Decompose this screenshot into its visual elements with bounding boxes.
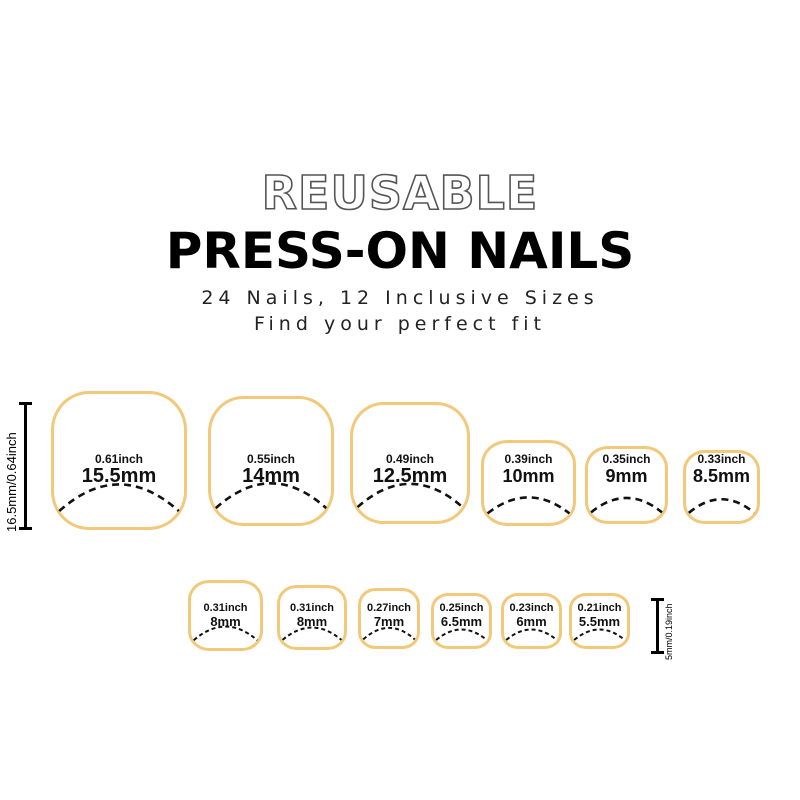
cuticle-line xyxy=(361,591,417,646)
cuticle-line xyxy=(588,449,665,521)
length-label-large: 16.5mm/0.64inch xyxy=(4,432,19,532)
nail-width-mm: 15.5mm xyxy=(81,465,157,487)
nail-width-inch: 0.21inch xyxy=(577,601,622,614)
cuticle-line xyxy=(434,596,489,646)
nail-width-mm: 14mm xyxy=(242,465,300,487)
nail-width-inch: 0.55inch xyxy=(246,452,296,466)
nail-width-inch: 0.31inch xyxy=(289,601,335,614)
length-bar-small xyxy=(651,598,664,654)
nail-width-mm: 5.5mm xyxy=(578,613,621,629)
nail-width-mm: 8mm xyxy=(210,613,241,629)
nail-width-inch: 0.23inch xyxy=(509,601,554,614)
cuticle-line xyxy=(191,583,260,648)
cuticle-line xyxy=(280,588,344,647)
length-label-small: 5mm/0.19inch xyxy=(664,603,674,660)
title-press-on-nails: PRESS-ON NAILS xyxy=(165,222,635,280)
subtitle-nail-count: 24 Nails, 12 Inclusive Sizes xyxy=(201,287,599,309)
nail-width-inch: 0.33inch xyxy=(697,452,746,466)
cuticle-line xyxy=(572,596,627,646)
cuticle-line xyxy=(54,394,184,527)
nail-width-inch: 0.27inch xyxy=(366,601,412,614)
nail-width-inch: 0.39inch xyxy=(504,452,553,466)
cuticle-line xyxy=(504,596,559,646)
nail-width-mm: 8.5mm xyxy=(692,466,751,486)
nail-width-mm: 10mm xyxy=(502,466,555,486)
nail-width-inch: 0.61inch xyxy=(94,452,144,466)
cuticle-line xyxy=(211,399,331,523)
cuticle-line xyxy=(353,405,467,521)
nail-width-inch: 0.35inch xyxy=(602,452,651,466)
nail-width-mm: 9mm xyxy=(605,466,648,486)
nail-width-mm: 6mm xyxy=(516,613,547,629)
cuticle-line xyxy=(686,453,757,521)
length-bar-large xyxy=(19,402,32,530)
nail-width-inch: 0.31inch xyxy=(203,601,248,614)
nail-width-mm: 8mm xyxy=(296,613,328,629)
title-reusable: REUSABLE xyxy=(261,165,539,221)
subtitle-fit: Find your perfect fit xyxy=(253,313,547,335)
nail-width-inch: 0.49inch xyxy=(385,452,435,466)
nail-width-inch: 0.25inch xyxy=(439,601,484,614)
nail-width-mm: 7mm xyxy=(373,613,405,629)
nail-width-mm: 6.5mm xyxy=(440,613,483,629)
nail-width-mm: 12.5mm xyxy=(372,465,448,487)
